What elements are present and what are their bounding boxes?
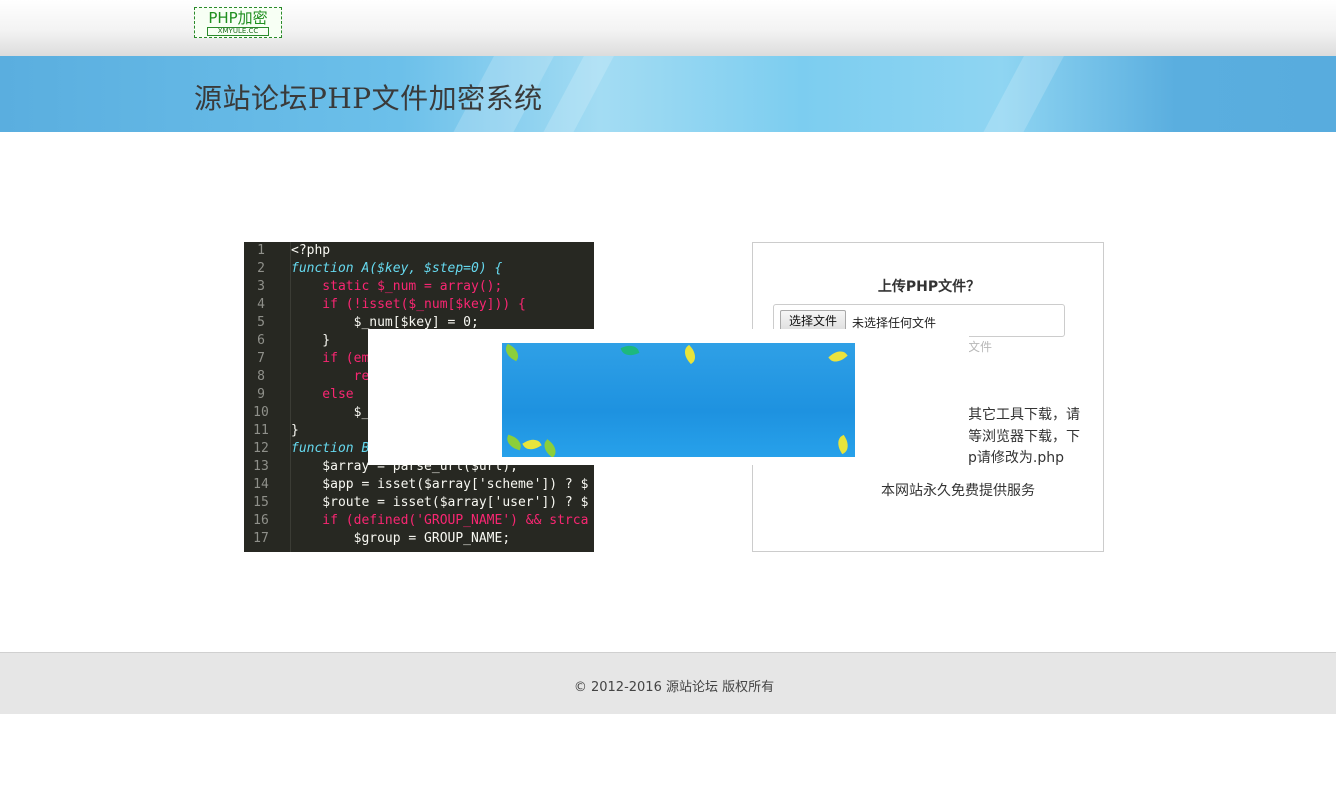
code-text: } xyxy=(291,333,331,348)
code-line: 9 else xyxy=(257,387,354,402)
code-line: 4 if (!isset($_num[$key])) { xyxy=(257,297,526,312)
leaf-icon xyxy=(828,347,848,366)
code-line: 16 if (defined('GROUP_NAME') && strca xyxy=(253,513,589,528)
code-line: 8 re xyxy=(257,369,370,384)
code-text: if (em xyxy=(291,351,370,366)
code-text: $group = GROUP_NAME; xyxy=(291,531,511,546)
code-line: 7 if (em xyxy=(257,351,370,366)
code-text: else xyxy=(291,387,354,402)
code-text: $app = isset($array['scheme']) ? $ xyxy=(291,477,589,492)
code-line: 10 $_ xyxy=(253,405,370,420)
code-text: $_ xyxy=(291,405,370,420)
leaf-icon xyxy=(680,344,700,365)
copyright-text: © 2012-2016 源站论坛 版权所有 xyxy=(573,680,775,695)
logo-text: PHP加密 xyxy=(208,9,268,27)
leaf-icon xyxy=(504,434,524,451)
file-status: 未选择任何文件 xyxy=(852,316,937,330)
code-text: $_num[$key] = 0; xyxy=(291,315,479,330)
leaf-icon xyxy=(540,439,560,457)
code-line: 3 static $_num = array(); xyxy=(257,279,503,294)
footer: © 2012-2016 源站论坛 版权所有 xyxy=(0,652,1336,714)
upload-hint: 文件 xyxy=(968,340,993,354)
choose-file-button[interactable]: 选择文件 xyxy=(780,310,847,332)
title-banner xyxy=(0,56,1336,132)
code-line: 17 $group = GROUP_NAME; xyxy=(253,531,511,546)
code-text: if (!isset($_num[$key])) { xyxy=(291,297,526,312)
upload-description: 其它工具下载，请 等浏览器下载，下 p请修改为.php xyxy=(968,407,1080,466)
code-text: function A($key, $step=0) { xyxy=(291,261,503,276)
code-text: if (defined('GROUP_NAME') && strca xyxy=(291,513,589,528)
code-text: $route = isset($array['user']) ? $ xyxy=(291,495,589,510)
leaf-icon xyxy=(834,434,852,455)
code-line: 5 $_num[$key] = 0; xyxy=(257,315,479,330)
top-bar: PHP加密 XMYULE.CC xyxy=(0,0,1336,56)
leaf-icon xyxy=(522,435,542,454)
banner-light-streak xyxy=(965,56,1075,132)
site-logo[interactable]: PHP加密 XMYULE.CC xyxy=(194,7,282,38)
logo-domain: XMYULE.CC xyxy=(207,27,269,36)
code-line: 15 $route = isset($array['user']) ? $ xyxy=(253,495,589,510)
code-line: 11} xyxy=(253,423,299,438)
ad-banner[interactable] xyxy=(502,343,855,457)
page-title: 源站论坛PHP文件加密系统 xyxy=(194,82,543,115)
free-service-note: 本网站永久免费提供服务 xyxy=(881,483,1035,499)
code-line: 6 } xyxy=(257,333,331,348)
upload-title: 上传PHP文件？ xyxy=(877,279,981,295)
leaf-icon xyxy=(502,343,522,362)
code-text: re xyxy=(291,369,370,384)
code-text: function B xyxy=(291,441,370,456)
code-gutter-divider xyxy=(290,242,291,552)
code-text: static $_num = array(); xyxy=(291,279,503,294)
code-line: 1<?php xyxy=(257,243,331,258)
leaf-icon xyxy=(620,343,640,359)
code-text: } xyxy=(291,423,299,438)
code-text: <?php xyxy=(291,243,331,258)
code-line: 14 $app = isset($array['scheme']) ? $ xyxy=(253,477,589,492)
